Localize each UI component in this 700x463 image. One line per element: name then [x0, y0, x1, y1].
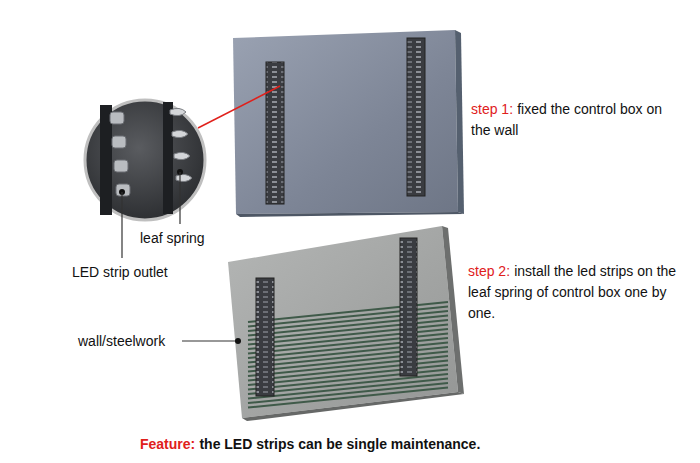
- wall-panel: [233, 30, 458, 214]
- led-strips: [248, 302, 448, 408]
- step-number: step 2:: [468, 263, 510, 279]
- feature-heading: Feature:: [140, 436, 195, 452]
- control-box: [400, 238, 417, 376]
- zoom-leader: [198, 86, 280, 128]
- text-group: Feature:the LED strips can be single mai…: [140, 434, 480, 455]
- leader-line: [179, 172, 180, 224]
- text-group: step 2:install the led strips on the lea…: [468, 261, 694, 324]
- step-number: step 1:: [471, 101, 513, 117]
- wall-edge: [236, 212, 464, 217]
- control-box: [256, 278, 274, 396]
- text-group: wall/steelwork: [78, 331, 165, 352]
- zoom-circle: [85, 100, 205, 220]
- wall-step2: [182, 226, 464, 421]
- wall-panel: [228, 226, 458, 418]
- leader-line: [182, 340, 238, 341]
- feature-text: the LED strips can be single maintenance…: [199, 436, 480, 452]
- control-box: [266, 62, 284, 204]
- part-label: LED strip outlet: [72, 264, 168, 280]
- strip-outlets: [110, 112, 130, 196]
- box-side: [163, 102, 173, 214]
- text-group: LED strip outlet: [72, 262, 168, 283]
- zoom-detail: [85, 86, 280, 258]
- text-group: leaf spring: [140, 228, 205, 249]
- leader-line: [121, 192, 122, 258]
- leaf-springs: [170, 108, 192, 181]
- control-box: [407, 38, 425, 196]
- part-label: leaf spring: [140, 230, 205, 246]
- callout-dot: [235, 338, 241, 344]
- text-group: step 1:fixed the control box on the wall: [471, 99, 671, 141]
- wall-edge: [455, 30, 464, 214]
- wall-step1: [233, 30, 464, 217]
- part-label: wall/steelwork: [78, 333, 165, 349]
